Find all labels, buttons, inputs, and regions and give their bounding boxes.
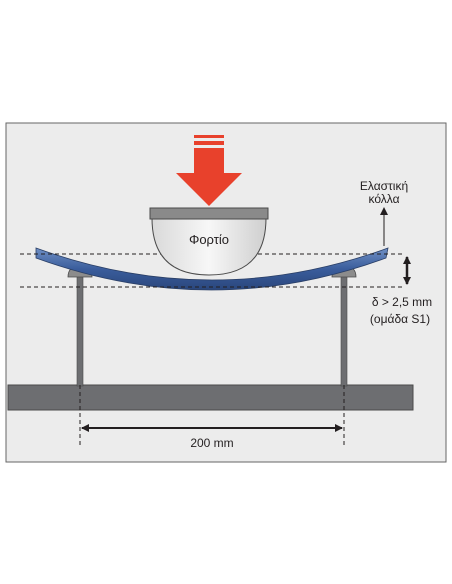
base-plate [7,384,414,411]
adhesive-label-line1: Ελαστική [360,179,408,193]
deflection-label-line2: (ομάδα S1) [370,312,430,326]
load-label: Φορτίο [189,232,229,247]
bent-adhesive-beam [35,247,389,291]
deflection-label-line1: δ > 2,5 mm [372,295,432,309]
adhesive-label-line2: κόλλα [368,192,399,206]
span-label: 200 mm [190,436,233,450]
load-arrow [176,135,242,206]
load-block [149,207,269,276]
